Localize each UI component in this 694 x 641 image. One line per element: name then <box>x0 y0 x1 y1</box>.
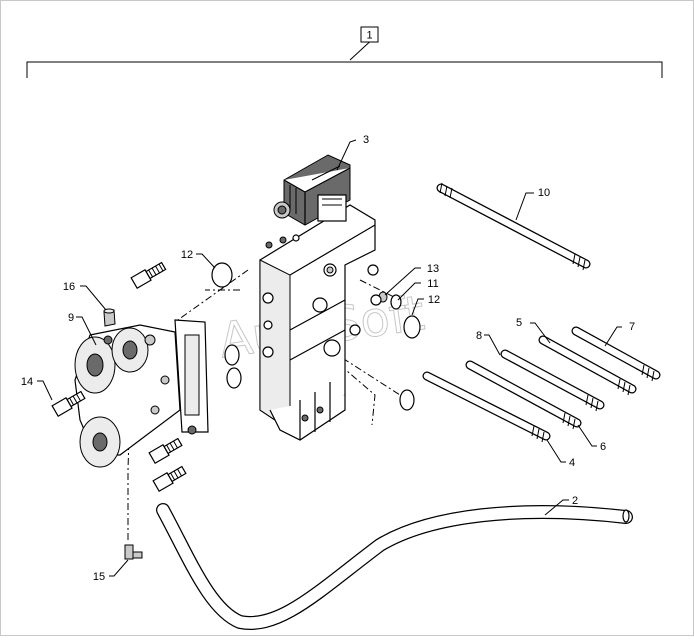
plug-fitting <box>103 308 116 327</box>
callout-9: 9 <box>68 312 74 324</box>
callout-13: 13 <box>427 263 439 275</box>
valve-ports <box>262 236 382 358</box>
hose <box>156 503 633 630</box>
assembly-bracket: 1 <box>26 26 663 78</box>
callout-14: 14 <box>21 376 33 388</box>
callout-15: 15 <box>93 571 105 583</box>
solenoid <box>273 154 351 242</box>
callout-3: 3 <box>363 134 369 146</box>
callout-16: 16 <box>63 281 75 293</box>
o-rings <box>211 262 421 411</box>
callout-5: 5 <box>516 317 522 329</box>
callout-11: 11 <box>427 278 438 290</box>
elbow-fitting <box>124 544 143 560</box>
callout-12-left: 12 <box>181 249 193 261</box>
assembly-label: 1 <box>366 30 372 42</box>
pump-housing <box>74 319 209 468</box>
callout-6: 6 <box>600 441 606 453</box>
valve-block <box>259 204 382 441</box>
leader-lines <box>37 139 622 577</box>
callout-4: 4 <box>569 457 575 469</box>
tie-rods <box>422 182 661 443</box>
callout-10: 10 <box>538 187 550 199</box>
callout-2: 2 <box>572 495 578 507</box>
callout-8: 8 <box>476 330 482 342</box>
callout-7: 7 <box>629 321 635 333</box>
callout-12-right: 12 <box>428 294 440 306</box>
callouts: 3 10 12 13 11 12 16 9 14 5 7 8 6 4 2 15 <box>21 134 635 583</box>
mounting-bolts <box>51 261 187 493</box>
